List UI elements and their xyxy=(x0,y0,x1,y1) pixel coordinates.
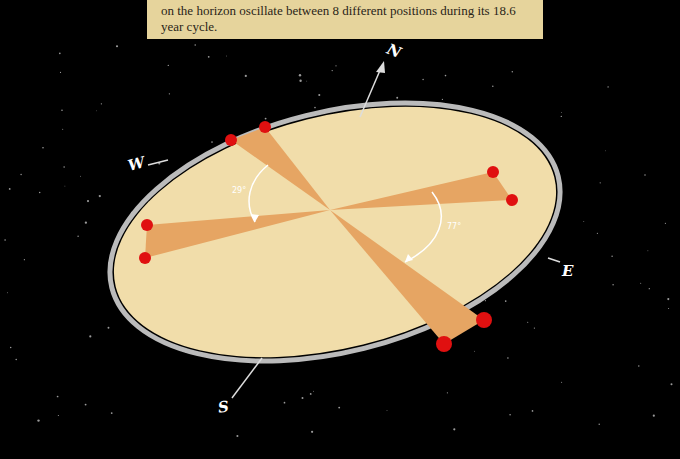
rise-set-wedges xyxy=(145,127,512,344)
angle-label: 77° xyxy=(447,222,461,231)
angle-label: 29° xyxy=(232,186,246,195)
compass-label: N xyxy=(384,40,403,62)
compass-label: E xyxy=(562,262,573,280)
star-field xyxy=(4,44,672,437)
moon-positions xyxy=(139,121,518,352)
horizon-disk xyxy=(88,65,583,399)
arc-arrowheads xyxy=(251,214,413,262)
north-arrowhead xyxy=(376,61,385,73)
compass-label: W xyxy=(126,153,147,175)
horizon-rim xyxy=(83,60,587,404)
compass-label: S xyxy=(217,397,230,416)
caption-box: on the horizon oscillate between 8 diffe… xyxy=(147,0,543,39)
compass-lines xyxy=(148,68,560,398)
angle-arcs xyxy=(249,165,441,262)
